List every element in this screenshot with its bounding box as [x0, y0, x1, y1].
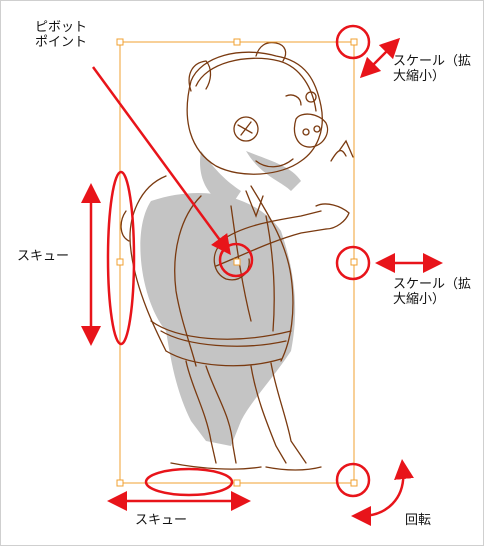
pivot-circle	[218, 242, 254, 278]
annotations	[81, 24, 443, 526]
scale-top-label-line1: スケール（拡	[393, 54, 472, 69]
pivot-label-line1: ピボット	[35, 20, 88, 35]
rotate-arrow	[351, 459, 414, 526]
skew-bottom-label: スキュー	[135, 513, 188, 528]
rotate-label: 回転	[405, 513, 432, 528]
scale-right-circle	[335, 245, 371, 281]
pivot-label-line2: ポイント	[35, 35, 88, 50]
character-sketch	[120, 41, 354, 471]
skew-left-label: スキュー	[17, 249, 70, 264]
scale-right-label-line2: 大縮小）	[393, 292, 446, 307]
scale-top-arrow	[359, 37, 401, 79]
scale-top-label-line2: 大縮小）	[393, 69, 446, 84]
pivot-arrow	[91, 66, 231, 256]
skew-left-ellipse	[106, 170, 136, 346]
scale-right-label-line1: スケール（拡	[393, 277, 472, 292]
character-shadow	[140, 151, 301, 446]
skew-bottom-ellipse	[144, 467, 234, 497]
